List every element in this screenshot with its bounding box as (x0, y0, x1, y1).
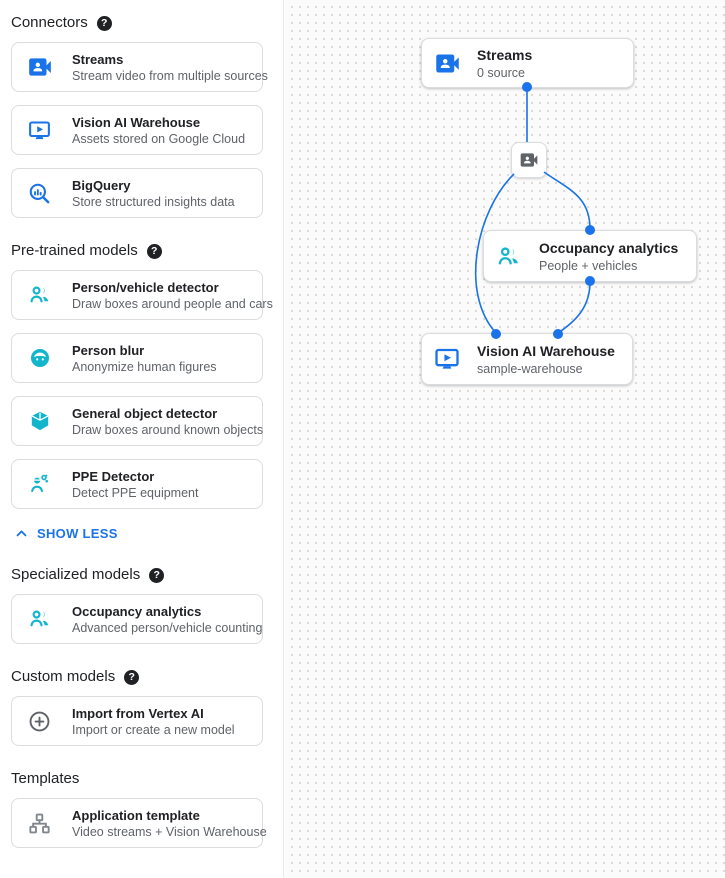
graph-node-streams[interactable]: Streams 0 source (421, 38, 634, 88)
edge-processor-to-occupancy (543, 171, 591, 230)
face-icon (26, 345, 53, 372)
palette-card-person-blur[interactable]: Person blur Anonymize human figures (11, 333, 263, 383)
card-text: Vision AI Warehouse Assets stored on Goo… (72, 114, 245, 147)
card-title: General object detector (72, 405, 218, 421)
show-less-label: SHOW LESS (37, 526, 118, 541)
card-title: Import from Vertex AI (72, 705, 204, 721)
section-header-templates: Templates (11, 770, 263, 788)
card-subtitle: Advanced person/vehicle counting (72, 620, 263, 635)
card-text: Application template Video streams + Vis… (72, 807, 267, 840)
graph-node-vision-ai-warehouse[interactable]: Vision AI Warehouse sample-warehouse (421, 333, 633, 385)
palette-card-general-object-detector[interactable]: General object detector Draw boxes aroun… (11, 396, 263, 446)
card-text: General object detector Draw boxes aroun… (72, 405, 264, 438)
smart-display-icon (26, 117, 53, 144)
card-text: BigQuery Store structured insights data (72, 177, 235, 210)
edge-occupancy-to-warehouse (557, 281, 591, 334)
card-title: Person blur (72, 342, 145, 358)
people-icon (495, 242, 523, 270)
card-subtitle: Detect PPE equipment (72, 485, 199, 500)
card-text: Streams Stream video from multiple sourc… (72, 51, 268, 84)
node-title: Occupancy analytics (539, 239, 679, 256)
node-text: Vision AI Warehouse sample-warehouse (477, 342, 615, 377)
palette-card-vision-warehouse[interactable]: Vision AI Warehouse Assets stored on Goo… (11, 105, 263, 155)
help-icon[interactable]: ? (96, 15, 112, 31)
card-text: PPE Detector Detect PPE equipment (72, 468, 198, 501)
section-title: Templates (11, 770, 80, 787)
section-header-custom-models: Custom models ? (11, 668, 263, 686)
people-icon (26, 606, 53, 633)
section-header-specialized-models: Specialized models ? (11, 566, 263, 584)
section-title: Pre-trained models (11, 242, 138, 259)
card-title: Application template (72, 807, 200, 823)
graph-node-occupancy-analytics[interactable]: Occupancy analytics People + vehicles (483, 230, 697, 282)
palette-card-import-vertex-ai[interactable]: Import from Vertex AI Import or create a… (11, 696, 263, 746)
card-subtitle: Stream video from multiple sources (72, 68, 268, 83)
graph-canvas[interactable]: Streams 0 source Occupancy analytics Peo… (285, 0, 725, 878)
node-text: Occupancy analytics People + vehicles (539, 239, 678, 274)
palette-card-bigquery[interactable]: BigQuery Store structured insights data (11, 168, 263, 218)
card-text: Person blur Anonymize human figures (72, 342, 217, 375)
card-subtitle: Draw boxes around known objects (72, 422, 264, 437)
card-title: BigQuery (72, 177, 131, 193)
node-text: Streams 0 source (477, 46, 532, 81)
palette-card-application-template[interactable]: Application template Video streams + Vis… (11, 798, 267, 848)
smart-display-icon (433, 345, 461, 373)
plus-circle-icon (26, 708, 53, 735)
node-subtitle: sample-warehouse (477, 361, 583, 376)
bigquery-icon (26, 180, 53, 207)
help-icon[interactable]: ? (124, 669, 140, 685)
help-icon[interactable]: ? (146, 243, 162, 259)
node-subtitle: 0 source (477, 65, 525, 80)
card-text: Person/vehicle detector Draw boxes aroun… (72, 279, 273, 312)
tree-icon (26, 810, 53, 837)
node-title: Streams (477, 46, 533, 63)
cube-icon (26, 408, 53, 435)
edge-layer (474, 82, 595, 339)
node-subtitle: People + vehicles (539, 258, 638, 273)
people-icon (26, 282, 53, 309)
card-subtitle: Draw boxes around people and cars (72, 296, 273, 311)
chevron-up-icon (13, 525, 30, 542)
card-subtitle: Assets stored on Google Cloud (72, 131, 246, 146)
ppe-icon (26, 471, 53, 498)
card-title: Vision AI Warehouse (72, 114, 201, 130)
card-text: Occupancy analytics Advanced person/vehi… (72, 603, 263, 636)
graph-node-stream-processor[interactable] (511, 142, 547, 178)
card-subtitle: Anonymize human figures (72, 359, 217, 374)
section-header-pretrained-models: Pre-trained models ? (11, 242, 263, 260)
help-icon[interactable]: ? (149, 567, 165, 583)
section-title: Connectors (11, 14, 88, 31)
palette-card-person-vehicle-detector[interactable]: Person/vehicle detector Draw boxes aroun… (11, 270, 273, 320)
palette-card-occupancy-analytics[interactable]: Occupancy analytics Advanced person/vehi… (11, 594, 263, 644)
show-less-link[interactable]: SHOW LESS (11, 525, 263, 542)
section-title: Custom models (11, 668, 116, 685)
card-text: Import from Vertex AI Import or create a… (72, 705, 235, 738)
card-subtitle: Video streams + Vision Warehouse (72, 824, 267, 839)
node-title: Vision AI Warehouse (477, 342, 615, 359)
section-header-connectors: Connectors ? (11, 14, 263, 32)
card-subtitle: Store structured insights data (72, 194, 235, 209)
card-title: Occupancy analytics (72, 603, 202, 619)
video-camera-icon (433, 49, 461, 77)
card-title: Streams (72, 51, 124, 67)
component-palette-sidebar: Connectors ? Streams Stream video from m… (0, 0, 284, 878)
card-title: PPE Detector (72, 468, 155, 484)
video-camera-icon (519, 150, 539, 170)
palette-card-streams[interactable]: Streams Stream video from multiple sourc… (11, 42, 268, 92)
palette-card-ppe-detector[interactable]: PPE Detector Detect PPE equipment (11, 459, 263, 509)
section-title: Specialized models (11, 566, 141, 583)
card-title: Person/vehicle detector (72, 279, 219, 295)
video-camera-icon (26, 54, 53, 81)
card-subtitle: Import or create a new model (72, 722, 235, 737)
